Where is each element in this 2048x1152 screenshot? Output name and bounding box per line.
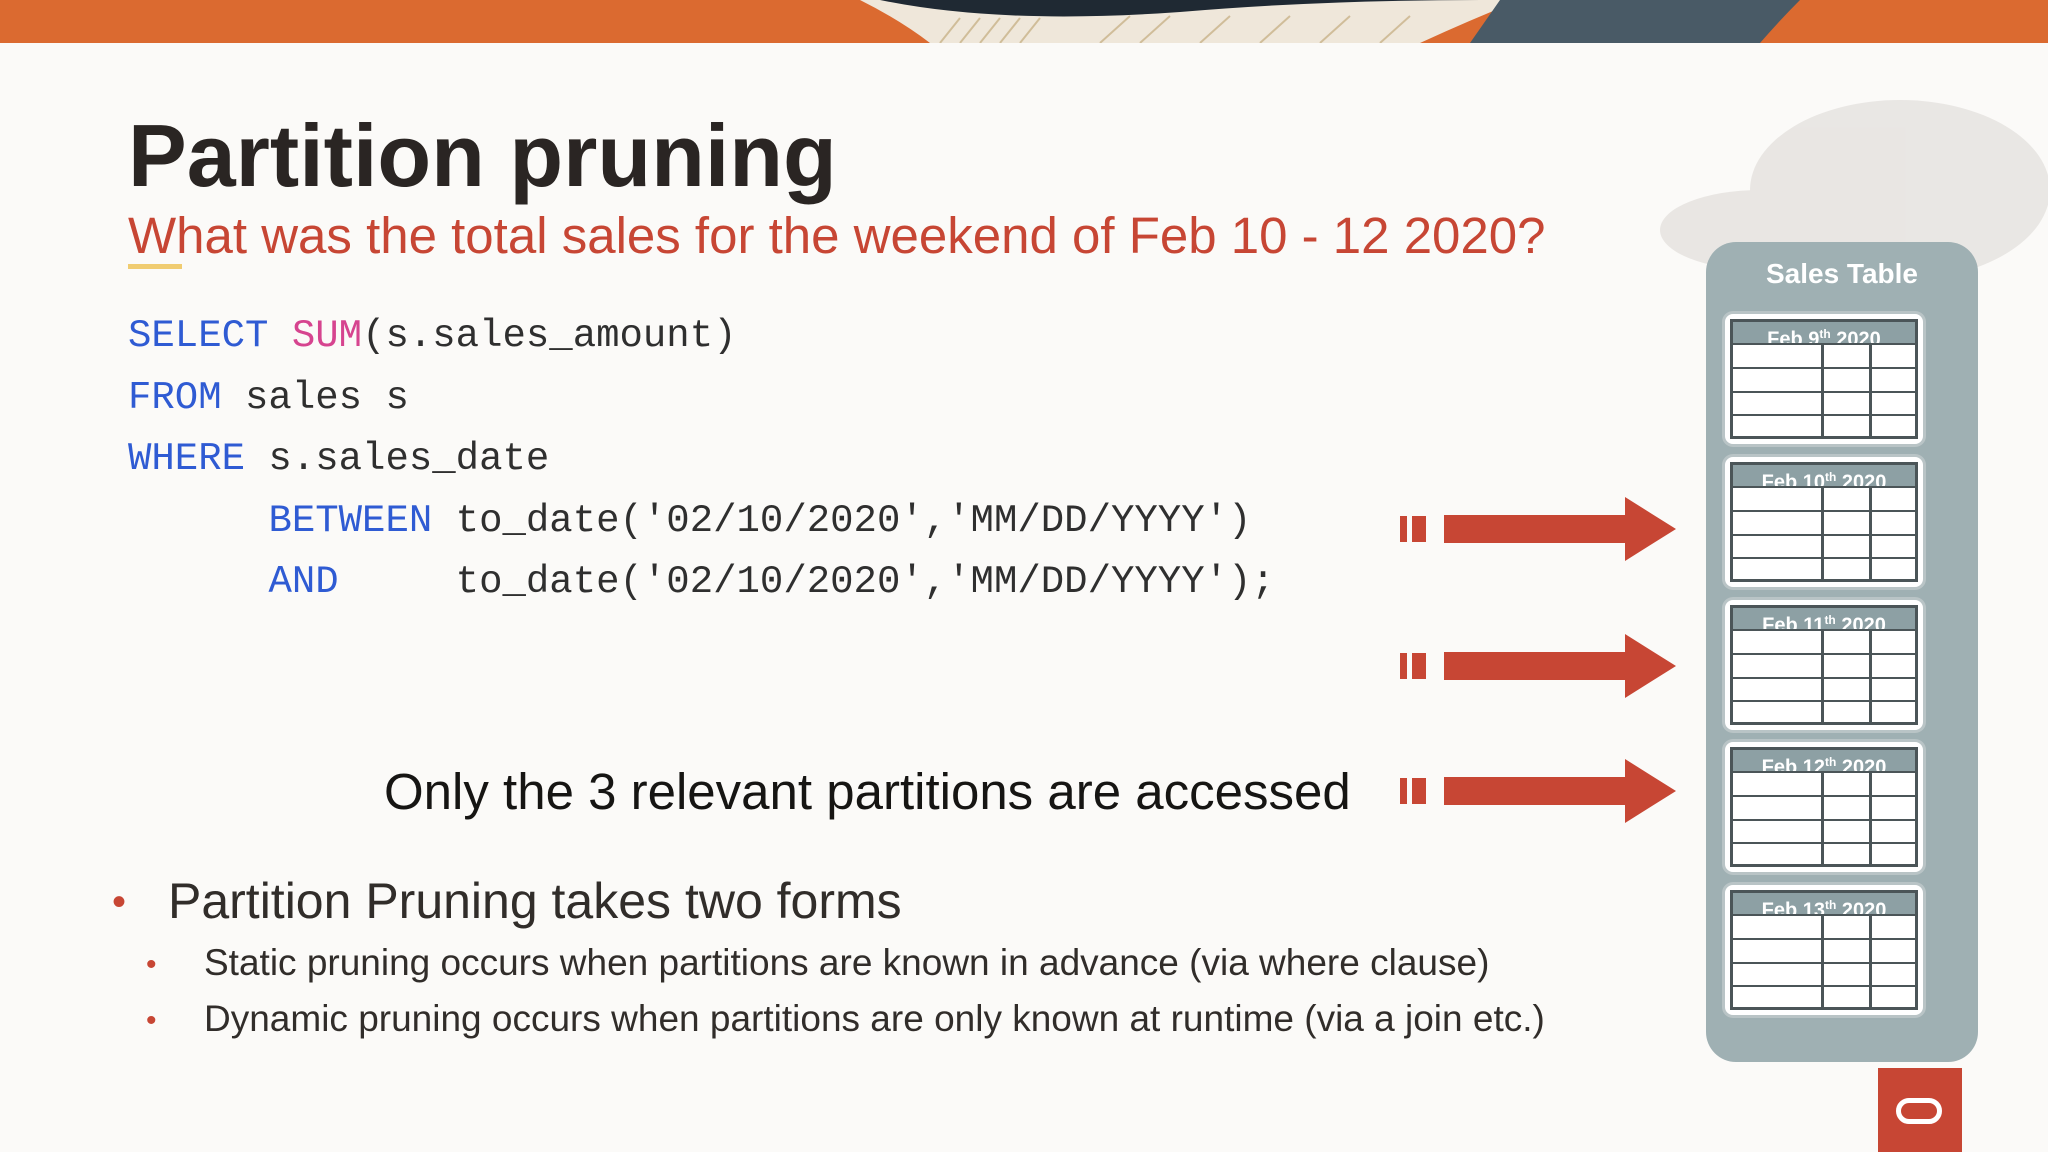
- code-line-5: AND to_date('02/10/2020','MM/DD/YYYY');: [128, 552, 1275, 614]
- slide-subtitle: What was the total sales for the weekend…: [128, 207, 1546, 264]
- sql-function: SUM: [291, 314, 363, 358]
- oracle-logo-icon: [1878, 1068, 1962, 1152]
- sql-keyword: AND: [268, 560, 339, 604]
- sql-keyword: BETWEEN: [268, 498, 433, 543]
- partition-card: Feb 13th 2020: [1725, 885, 1923, 1015]
- code-line-2: FROM sales s: [128, 368, 1275, 430]
- partition-label: Feb 10th 2020: [1730, 462, 1918, 494]
- partition-grid: [1730, 771, 1918, 867]
- partition-card: Feb 10th 2020: [1725, 457, 1923, 587]
- sql-text: to_date('02/10/2020','MM/DD/YYYY');: [338, 560, 1275, 604]
- top-banner: [0, 0, 2048, 43]
- bullet-text: Partition Pruning takes two forms: [168, 873, 902, 929]
- bullet-dot: •: [146, 948, 157, 981]
- partition-grid: [1730, 629, 1918, 725]
- sql-text: to_date('02/10/2020','MM/DD/YYYY'): [432, 498, 1252, 543]
- partition-grid: [1730, 343, 1918, 439]
- sql-keyword: SELECT: [128, 314, 269, 358]
- partition-grid: [1730, 914, 1918, 1010]
- partition-card: Feb 9th 2020: [1725, 314, 1923, 444]
- sql-indent: [128, 499, 268, 543]
- slide-title: Partition pruning: [128, 106, 837, 205]
- partition-label: Feb 9th 2020: [1730, 319, 1918, 351]
- arrow-right-icon: [1400, 497, 1676, 561]
- code-line-3: WHERE s.sales_date: [128, 429, 1275, 491]
- bullet-text: Dynamic pruning occurs when partitions a…: [204, 998, 1545, 1039]
- bullet-dot: •: [112, 880, 127, 924]
- sql-keyword: WHERE: [128, 437, 246, 481]
- sql-keyword: FROM: [128, 375, 222, 420]
- partition-label: Feb 13th 2020: [1730, 890, 1918, 922]
- partition-card: Feb 11th 2020: [1725, 600, 1923, 730]
- sql-text: sales s: [221, 375, 409, 420]
- callout-text: Only the 3 relevant partitions are acces…: [384, 763, 1351, 820]
- partition-grid: [1730, 486, 1918, 582]
- bullet-dot: •: [146, 1004, 157, 1037]
- sales-table-title: Sales Table: [1765, 258, 1918, 289]
- partition-card: Feb 12th 2020: [1725, 742, 1923, 872]
- sales-table-panel: Sales Table Feb 9th 2020 Feb 10th 2020 F…: [1706, 242, 1978, 1062]
- arrow-right-icon: [1400, 634, 1676, 698]
- arrow-right-icon: [1400, 759, 1676, 823]
- sql-indent: [128, 560, 268, 604]
- code-line-1: SELECT SUM(s.sales_amount): [128, 306, 1275, 368]
- partition-label: Feb 12th 2020: [1730, 747, 1918, 779]
- bullet-text: Static pruning occurs when partitions ar…: [204, 942, 1490, 983]
- partition-label: Feb 11th 2020: [1730, 605, 1918, 637]
- sql-text: (s.sales_amount): [362, 314, 737, 358]
- sql-text: s.sales_date: [245, 437, 550, 481]
- accent-underline: [128, 264, 182, 269]
- code-line-4: BETWEEN to_date('02/10/2020','MM/DD/YYYY…: [128, 491, 1275, 553]
